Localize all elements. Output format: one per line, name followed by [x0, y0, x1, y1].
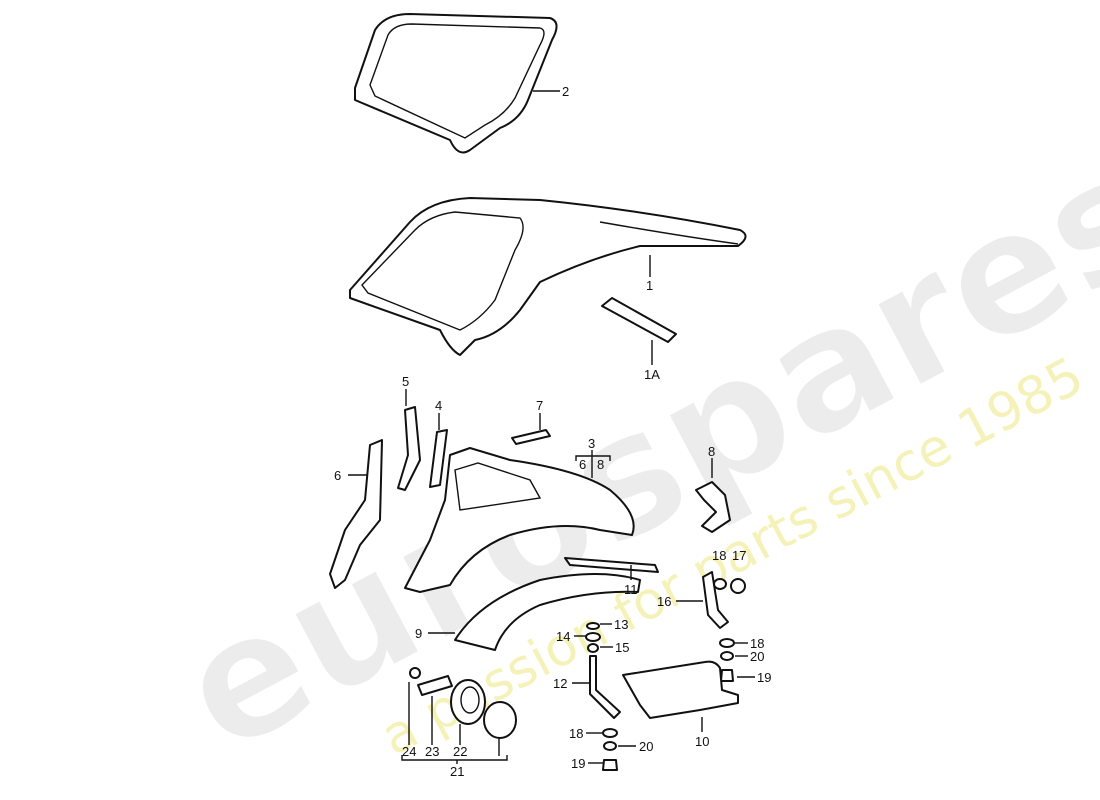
- part-8-bracket: [695, 481, 731, 533]
- part-14-washer: [585, 632, 601, 642]
- callout: 11: [624, 582, 638, 597]
- part-19-bolt: [602, 759, 618, 771]
- part-11-trim: [564, 557, 659, 573]
- callout: 18: [750, 636, 764, 651]
- callout: 2: [562, 84, 569, 99]
- callout: 15: [615, 640, 629, 655]
- callout: 20: [639, 739, 653, 754]
- callout: 6: [579, 457, 586, 472]
- callout: 1: [646, 278, 653, 293]
- part-15-nut: [587, 643, 599, 653]
- part-2-hardtop-frame: [354, 13, 558, 154]
- callout: 10: [695, 734, 709, 749]
- part-18-washer: [602, 728, 618, 738]
- part-23-plate: [417, 675, 453, 696]
- callout: 21: [450, 764, 464, 779]
- callout: 18: [712, 548, 726, 563]
- part-3-quarter-panel: [404, 447, 635, 593]
- callout: 20: [750, 649, 764, 664]
- part-19-bolt: [720, 669, 734, 682]
- callout: 7: [536, 398, 543, 413]
- part-24-nut: [409, 667, 421, 679]
- callout: 16: [657, 594, 671, 609]
- part-18-washer: [719, 638, 735, 648]
- callout: 5: [402, 374, 409, 389]
- part-20-washer: [603, 741, 617, 751]
- callout: 14: [556, 629, 570, 644]
- part-13-washer: [586, 622, 600, 630]
- part-7-trim: [511, 429, 551, 445]
- callout: 19: [571, 756, 585, 771]
- part-1a-strip: [601, 297, 677, 343]
- part-5-pillar: [397, 406, 421, 491]
- callout: 17: [732, 548, 746, 563]
- callout-labels: 2 1 1A 5 4 7 3 6 8 8 6 9 11 18 17 16 13 …: [334, 84, 771, 779]
- callout: 3: [588, 436, 595, 451]
- leader-lines: [348, 90, 755, 764]
- callout: 23: [425, 744, 439, 759]
- part-12-rod: [589, 655, 621, 719]
- callout: 18: [569, 726, 583, 741]
- callout: 8: [708, 444, 715, 459]
- callout: 24: [402, 744, 416, 759]
- part-4-pillar: [429, 429, 448, 488]
- part-17-nut: [730, 578, 746, 594]
- part-16-bracket: [702, 571, 729, 629]
- part-18-washer: [713, 578, 727, 590]
- callout: 9: [415, 626, 422, 641]
- callout: 12: [553, 676, 567, 691]
- part-20-washer: [720, 651, 734, 661]
- callout: 1A: [644, 367, 660, 382]
- part-9-wheel-arch: [454, 573, 641, 651]
- callout: 6: [334, 468, 341, 483]
- callout: 4: [435, 398, 442, 413]
- callout: 13: [614, 617, 628, 632]
- fuel-cap: [483, 701, 517, 739]
- part-6-inner-panel: [329, 439, 383, 589]
- callout: 8: [597, 457, 604, 472]
- callout: 19: [757, 670, 771, 685]
- part-10-panel: [622, 660, 739, 719]
- part-1-hardtop: [349, 197, 747, 356]
- callout: 22: [453, 744, 467, 759]
